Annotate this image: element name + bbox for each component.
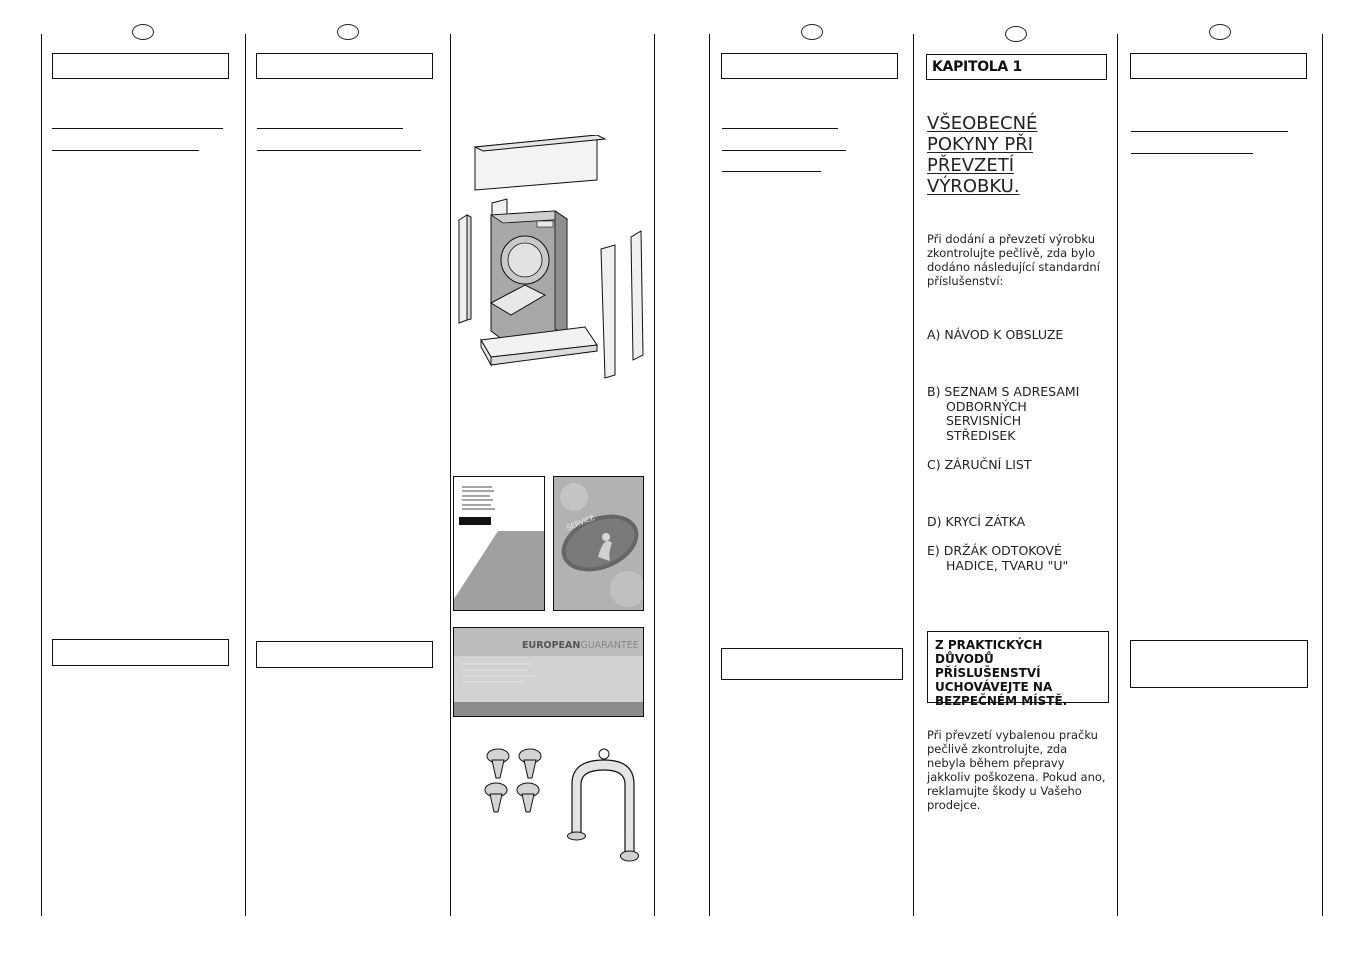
header-box-col1 xyxy=(52,53,229,79)
header-box-col5 xyxy=(721,53,898,79)
guarantee-card-illustration: EUROPEANGUARANTEE xyxy=(453,627,644,717)
language-oval-5 xyxy=(1209,24,1231,40)
washing-machine-unpacking-illustration xyxy=(458,135,644,379)
language-oval-3 xyxy=(801,24,823,40)
column-divider-1 xyxy=(41,34,42,916)
service-card-illustration: SERVICE xyxy=(553,476,644,611)
accessory-item-b-line: B) SEZNAM S ADRESAMI xyxy=(927,384,1080,399)
language-oval-1 xyxy=(132,24,154,40)
accessory-item-b: B) SEZNAM S ADRESAMI ODBORNÝCH SERVISNÍC… xyxy=(927,384,1109,443)
notice-box: Z PRAKTICKÝCH DŮVODŮ PŘÍSLUŠENSTVÍ UCHOV… xyxy=(927,631,1109,708)
column-divider-2 xyxy=(245,34,246,916)
column-divider-7 xyxy=(1117,34,1118,916)
accessory-item-b-line: ODBORNÝCH xyxy=(946,398,1027,414)
column-divider-5 xyxy=(709,34,710,916)
title-placeholder-line xyxy=(257,128,403,129)
title-placeholder-line xyxy=(722,150,846,151)
section-title-line: POKYNY PŘI xyxy=(927,134,1034,155)
manual-booklet-illustration xyxy=(453,476,545,611)
notice-box-col7 xyxy=(1130,640,1308,688)
column-divider-4 xyxy=(654,34,655,916)
chapter-header: KAPITOLA 1 xyxy=(926,54,1107,80)
notice-box-col5 xyxy=(721,648,903,680)
title-placeholder-line xyxy=(1131,131,1288,132)
section-title-line: PŘEVZETÍ xyxy=(927,155,1015,176)
caps-and-hose-holder-illustration xyxy=(484,748,639,862)
notice-box-col2 xyxy=(256,641,433,668)
header-box-col2 xyxy=(256,53,433,79)
section-title-line: VŠEOBECNÉ xyxy=(927,113,1038,134)
notice-line: BEZPEČNÉM MÍSTĚ. xyxy=(935,694,1068,708)
accessory-item-e-line: E) DRŽÁK ODTOKOVÉ xyxy=(927,543,1062,558)
accessory-item-a: A) NÁVOD K OBSLUZE xyxy=(927,327,1064,342)
notice-box-col1 xyxy=(52,639,229,666)
language-oval-4 xyxy=(1005,26,1027,42)
accessory-item-b-line: STŘEDISEK xyxy=(946,427,1016,443)
accessory-item-e: E) DRŽÁK ODTOKOVÉ HADICE, TVARU "U" xyxy=(927,543,1109,573)
title-placeholder-line xyxy=(722,171,821,172)
column-divider-6 xyxy=(913,34,914,916)
section-title-line: VÝROBKU. xyxy=(927,176,1020,197)
title-placeholder-line xyxy=(52,150,199,151)
intro-paragraph: Při dodání a převzetí výrobku zkontroluj… xyxy=(927,232,1100,288)
section-title: VŠEOBECNÉ POKYNY PŘI PŘEVZETÍ VÝROBKU. xyxy=(927,113,1097,197)
accessory-item-d: D) KRYCÍ ZÁTKA xyxy=(927,514,1026,529)
accessory-item-e-line: HADICE, TVARU "U" xyxy=(946,557,1069,573)
title-placeholder-line xyxy=(1131,153,1253,154)
title-placeholder-line xyxy=(722,128,838,129)
notice-line: DŮVODŮ PŘÍSLUŠENSTVÍ xyxy=(935,652,1041,680)
title-placeholder-line xyxy=(52,128,223,129)
column-divider-8 xyxy=(1322,34,1323,916)
guarantee-bold-text: EUROPEAN xyxy=(522,640,581,651)
notice-line: Z PRAKTICKÝCH xyxy=(935,638,1043,652)
guarantee-card-title: EUROPEANGUARANTEE xyxy=(522,640,639,651)
inspection-paragraph: Při převzetí vybalenou pračku pečlivě zk… xyxy=(927,728,1106,812)
accessory-item-b-line: SERVISNÍCH xyxy=(946,413,1022,428)
column-divider-3 xyxy=(450,34,451,916)
guarantee-light-text: GUARANTEE xyxy=(580,640,639,651)
title-placeholder-line xyxy=(257,150,421,151)
notice-line: UCHOVÁVEJTE NA xyxy=(935,680,1053,694)
language-oval-2 xyxy=(337,24,359,40)
header-box-col7 xyxy=(1130,53,1307,79)
accessory-item-c: C) ZÁRUČNÍ LIST xyxy=(927,457,1032,472)
